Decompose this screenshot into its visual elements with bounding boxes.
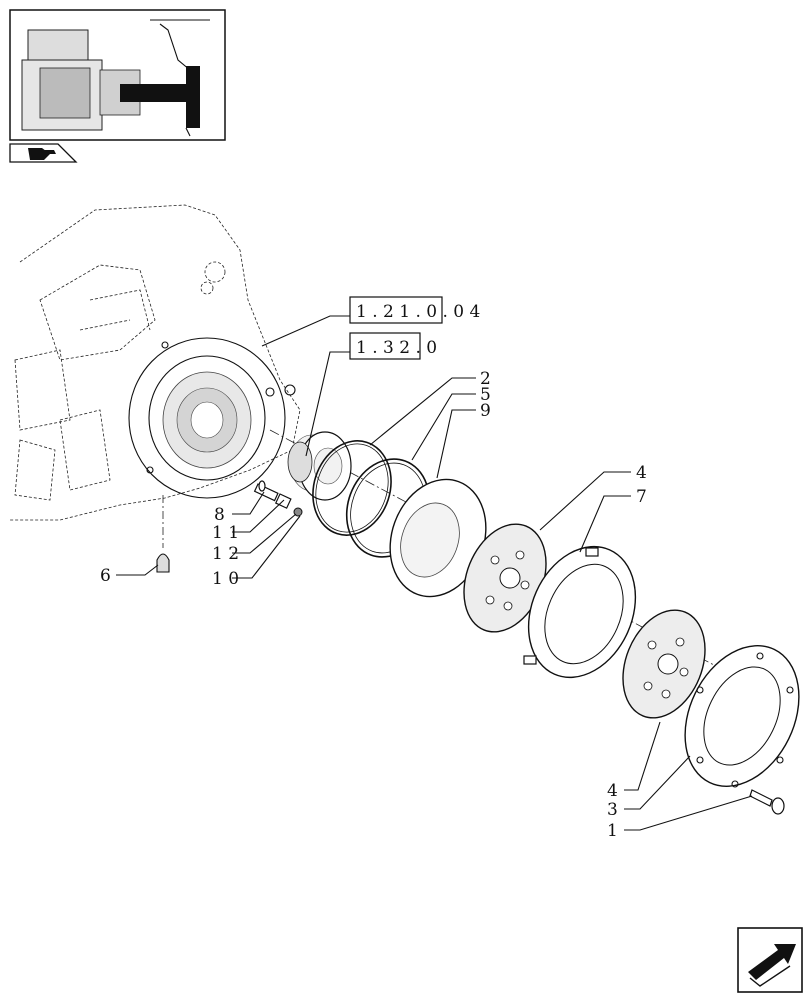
callout-9: 9 (480, 401, 491, 421)
friction-disc-4-upper[interactable] (449, 512, 561, 644)
callout-11: 1 1 (212, 523, 239, 543)
hand-pointer-icon (28, 148, 56, 160)
locator-thumbnail[interactable] (9, 9, 226, 141)
o-ring-2[interactable] (301, 431, 403, 546)
reference-text-2: 1 . 3 2 . 0 (356, 338, 437, 358)
transmission-housing (10, 204, 301, 521)
fitting-8[interactable] (253, 480, 279, 502)
callout-10: 1 0 (212, 569, 239, 589)
callout-4-lower: 4 (607, 781, 618, 801)
callout-3: 3 (607, 800, 618, 820)
next-page-button[interactable] (737, 927, 803, 993)
reference-text-1: 1 . 2 1 . 0 . 0 4 (356, 302, 480, 322)
leader-lines (116, 377, 753, 831)
callout-2: 2 (480, 369, 491, 389)
callout-12: 1 2 (212, 544, 239, 564)
reference-box-1[interactable]: 1 . 2 1 . 0 . 0 4 (349, 296, 480, 324)
callout-4-upper: 4 (636, 463, 647, 483)
reference-box-2[interactable]: 1 . 3 2 . 0 (349, 332, 437, 360)
drain-plug-6[interactable] (156, 553, 170, 573)
thumbnail-tab[interactable] (9, 143, 78, 163)
planetary-hub[interactable] (287, 431, 352, 501)
friction-disc-4-lower[interactable] (608, 598, 720, 730)
callout-7: 7 (636, 487, 647, 507)
callout-8: 8 (214, 505, 225, 525)
callout-6: 6 (100, 566, 111, 586)
leader-ref-1 (261, 315, 350, 347)
callout-1: 1 (607, 821, 618, 841)
leader-ref-2 (305, 351, 350, 457)
bolt-1[interactable] (749, 789, 785, 815)
cover-plate-3[interactable] (663, 627, 812, 806)
next-arrow-icon (748, 944, 796, 987)
callout-5: 5 (480, 385, 491, 405)
intermediate-plate-7[interactable] (509, 530, 656, 695)
